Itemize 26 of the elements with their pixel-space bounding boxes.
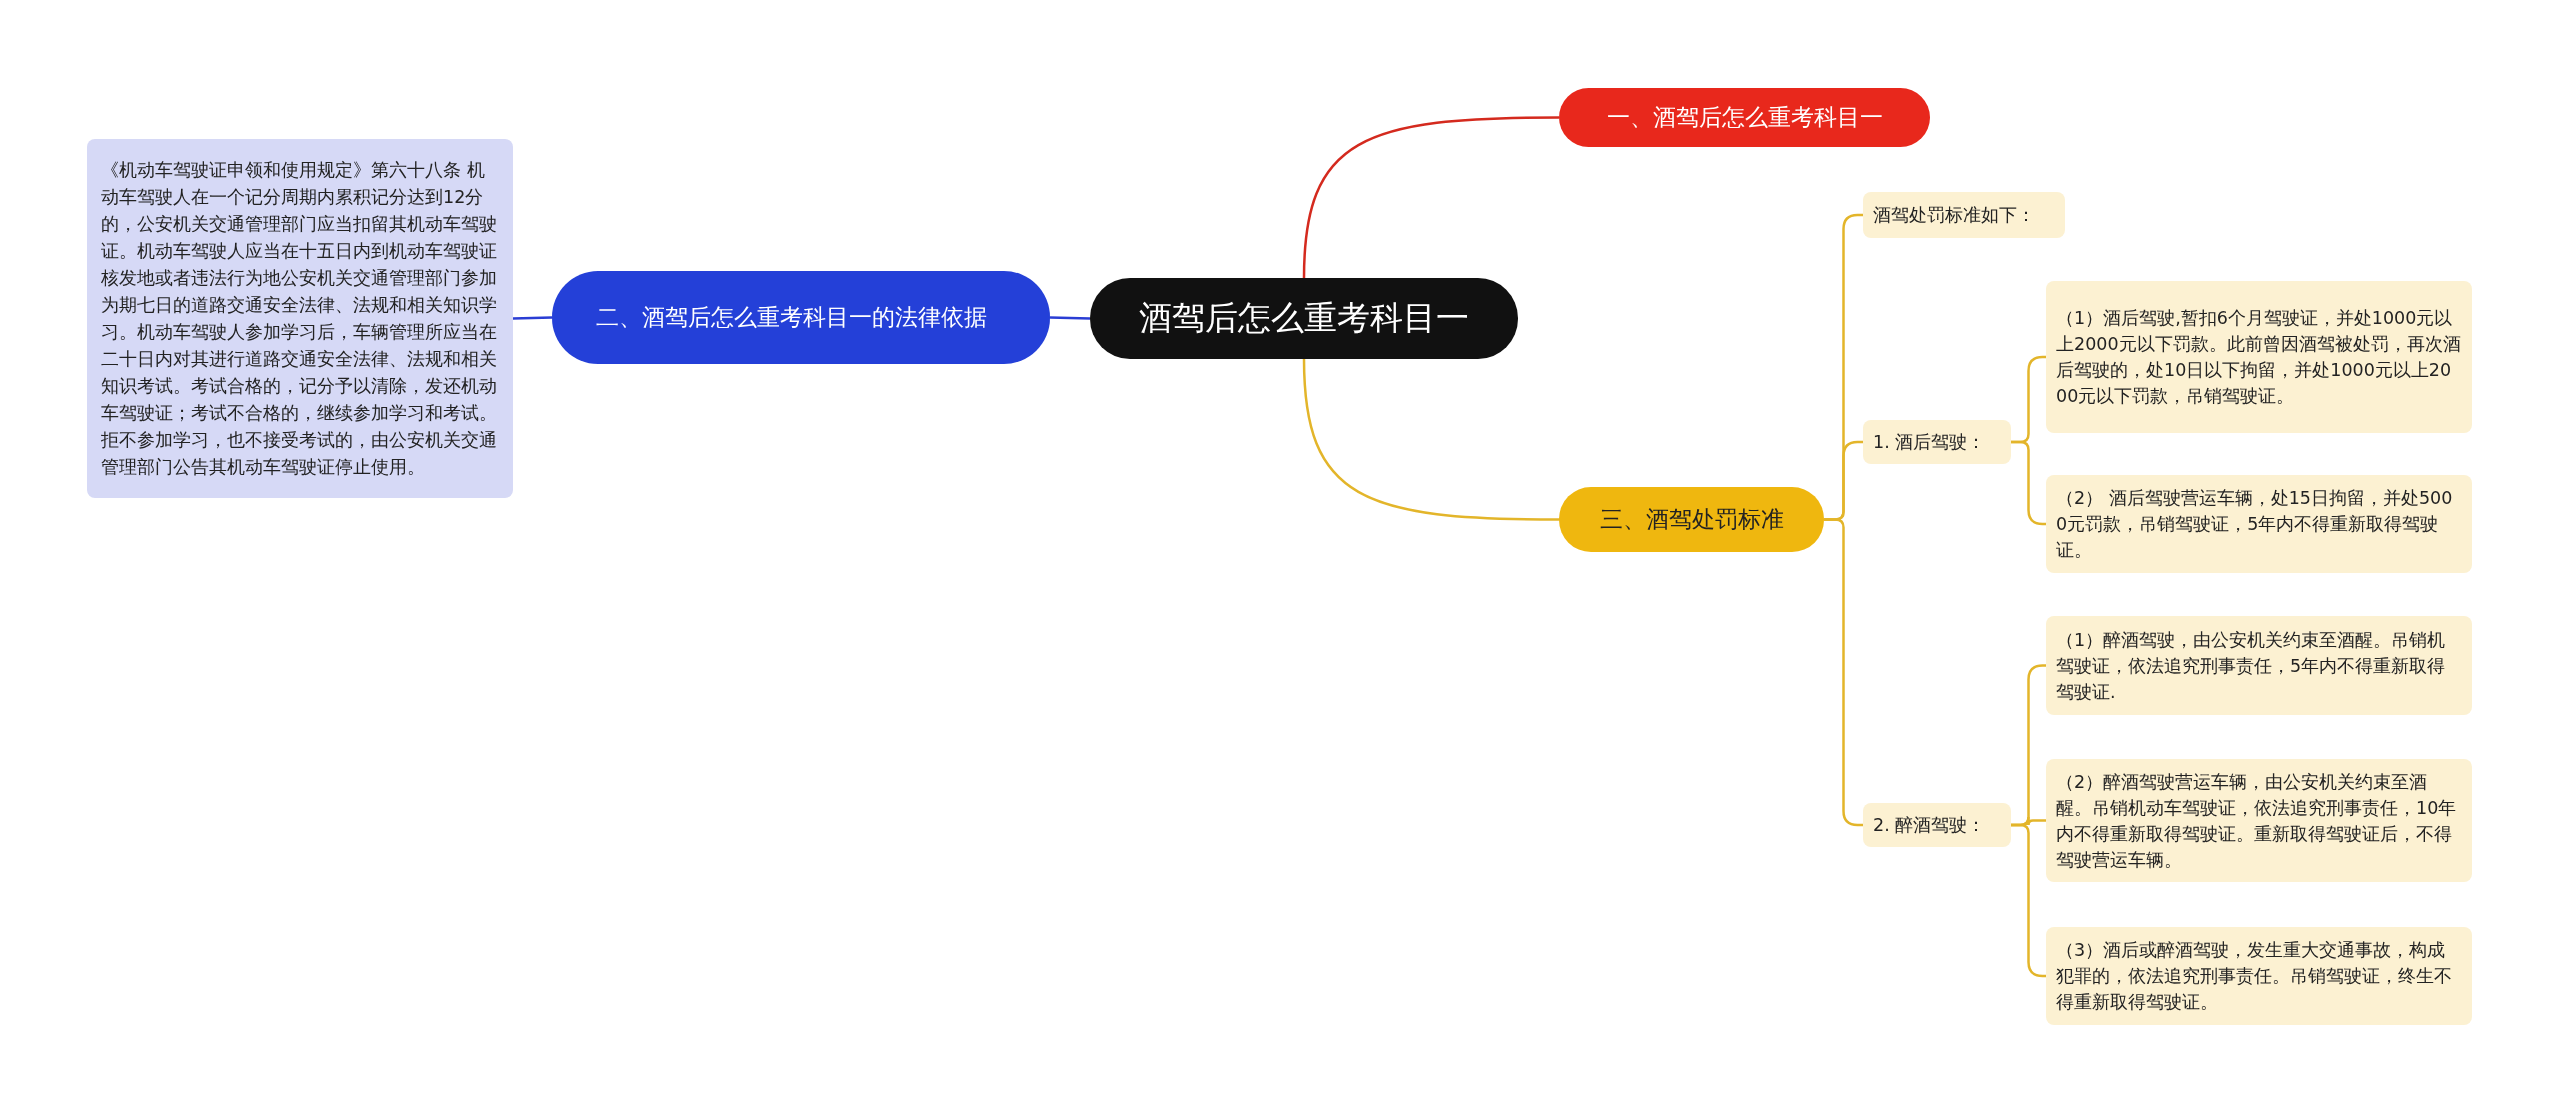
node-text: 《机动车驾驶证申领和使用规定》第六十八条 机动车驾驶人在一个记分周期内累积记分达到12分的，公安机关交通管理部门应当扣留其机动车驾驶证。机动车驾驶人应当在十五日内到机动车驾驶证核发地或者违法行为地公安机关交通管理部门参加为期七日的道路交通安全法律、法规和相关知识学习。机动车驾驶人参加学习后，车辆管理所应当在二十日内对其进行道路交通安全法律、法规和相关知识考试。考试合格的，记分予以清除，发还机动车驾驶证；考试不合格的，继续参加学习和考试。拒不参加学习，也不接受考试的，由公安机关交通管理部门公告其机动车驾驶证停止使用。	[101, 158, 498, 479]
detail-box	[2046, 616, 2472, 715]
node-text: （1）醉酒驾驶，由公安机关约束至酒醒。吊销机驾驶证，依法追究刑事责任，5年内不得重新取得驾驶证.	[2056, 628, 2447, 704]
connector-line	[512, 316, 553, 320]
node-text: （3）酒后或醉酒驾驶，发生重大交通事故，构成犯罪的，依法追究刑事责任。吊销驾驶证，终生不得重新取得驾驶证。	[2056, 939, 2453, 1014]
node-text: 三、酒驾处罚标准	[1599, 505, 1784, 535]
detail-box	[2046, 759, 2472, 882]
node-text: 二、酒驾后怎么重考科目一的法律依据	[596, 303, 987, 333]
connector-line	[1302, 116, 1559, 279]
node-text: 一、酒驾后怎么重考科目一	[1606, 103, 1883, 133]
connector-line	[1302, 358, 1559, 521]
detail-box	[2046, 927, 2472, 1025]
detail-box	[2046, 281, 2472, 433]
node-text: （1）酒后驾驶,暂扣6个月驾驶证，并处1000元以上2000元以下罚款。此前曾因酒驾被处罚，再次酒后驾驶的，处10日以下拘留，并处1000元以上2000元以下罚款，吊销驾驶证。	[2056, 307, 2462, 408]
node-text: 酒驾后怎么重考科目一	[1139, 297, 1469, 340]
detail-box	[1863, 420, 2011, 464]
detail-box	[2046, 475, 2472, 573]
detail-box	[1863, 803, 2011, 847]
node-text: （2）醉酒驾驶营运车辆，由公安机关约束至酒醒。吊销机动车驾驶证，依法追究刑事责任，10年内不得重新取得驾驶证。重新取得驾驶证后，不得驾驶营运车辆。	[2056, 770, 2458, 872]
node-text: 1. 酒后驾驶：	[1873, 431, 1986, 454]
note-box	[87, 139, 513, 498]
node-text: 2. 醉酒驾驶：	[1873, 814, 1986, 837]
node-text: （2） 酒后驾驶营运车辆，处15日拘留，并处5000元罚款，吊销驾驶证，5年内不得重新取得驾驶证。	[2056, 487, 2454, 562]
detail-box	[1863, 192, 2065, 238]
node-text: 酒驾处罚标准如下：	[1873, 204, 2035, 227]
connector-line	[1049, 316, 1091, 320]
